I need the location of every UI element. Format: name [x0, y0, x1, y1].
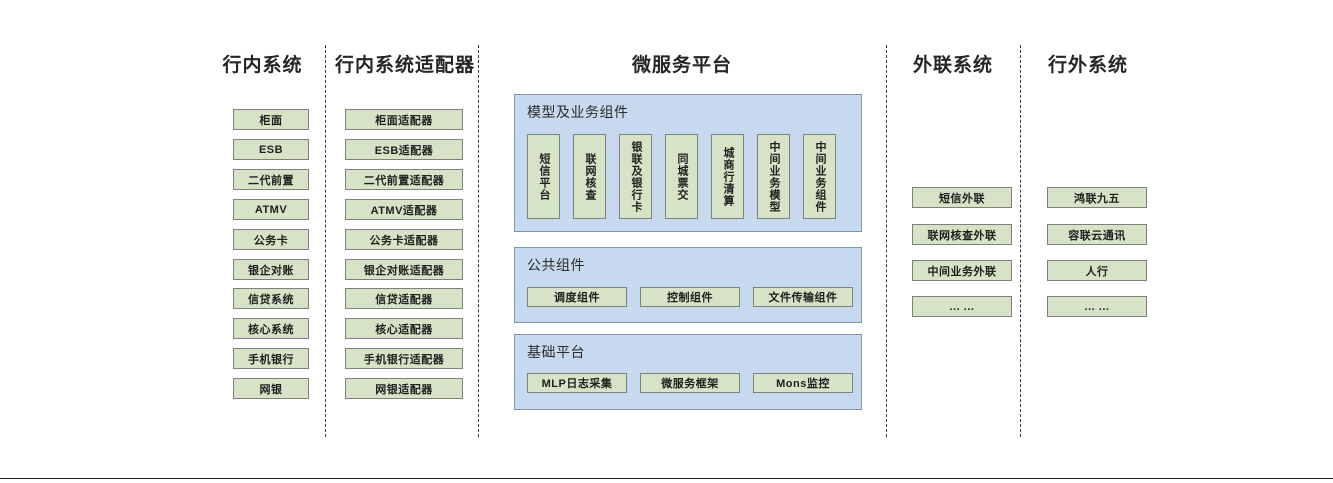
- column-title-internal-system-adapters: 行内系统适配器: [335, 55, 476, 76]
- panel-public-components: 公共组件: [514, 247, 862, 323]
- panel-title-base-platform: 基础平台: [527, 344, 585, 360]
- vbox-model-5[interactable]: 城商行清算: [711, 134, 744, 219]
- column-title-external-liaison-systems: 外联系统: [912, 55, 993, 76]
- vbox-model-3[interactable]: 银联及银行卡: [619, 134, 652, 219]
- box-adapter-6[interactable]: 银企对账适配器: [345, 259, 463, 280]
- box-base-platform-1[interactable]: MLP日志采集: [527, 373, 627, 393]
- vbox-model-1-label: 短信平台: [538, 152, 550, 201]
- box-adapter-9[interactable]: 手机银行适配器: [345, 348, 463, 369]
- box-outside-bank-2[interactable]: 容联云通讯: [1047, 224, 1147, 245]
- box-outside-bank-1[interactable]: 鸿联九五: [1047, 187, 1147, 208]
- column-title-internal-systems: 行内系统: [222, 55, 303, 76]
- vbox-model-6[interactable]: 中间业务模型: [757, 134, 790, 219]
- box-external-liaison-3[interactable]: 中间业务外联: [912, 260, 1012, 281]
- box-public-component-1[interactable]: 调度组件: [527, 287, 627, 307]
- box-external-liaison-1[interactable]: 短信外联: [912, 187, 1012, 208]
- column-divider-3: [886, 45, 887, 437]
- box-internal-system-2[interactable]: ESB: [233, 139, 309, 160]
- box-adapter-4[interactable]: ATMV适配器: [345, 199, 463, 220]
- box-external-liaison-2[interactable]: 联网核查外联: [912, 224, 1012, 245]
- vbox-model-5-label: 城商行清算: [722, 146, 734, 207]
- bottom-rule: [0, 478, 1333, 479]
- box-internal-system-6[interactable]: 银企对账: [233, 259, 309, 280]
- vbox-model-7-label: 中间业务组件: [814, 140, 826, 213]
- box-adapter-8[interactable]: 核心适配器: [345, 318, 463, 339]
- vbox-model-6-label: 中间业务模型: [768, 140, 780, 213]
- column-title-outside-bank-systems: 行外系统: [1047, 55, 1128, 76]
- vbox-model-2[interactable]: 联网核查: [573, 134, 606, 219]
- box-base-platform-3[interactable]: Mons监控: [753, 373, 853, 393]
- box-internal-system-8[interactable]: 核心系统: [233, 318, 309, 339]
- vbox-model-3-label: 银联及银行卡: [630, 140, 642, 213]
- vbox-model-7[interactable]: 中间业务组件: [803, 134, 836, 219]
- box-internal-system-3[interactable]: 二代前置: [233, 169, 309, 190]
- box-adapter-7[interactable]: 信贷适配器: [345, 288, 463, 309]
- box-outside-bank-4[interactable]: ... ...: [1047, 296, 1147, 317]
- box-public-component-3[interactable]: 文件传输组件: [753, 287, 853, 307]
- box-internal-system-7[interactable]: 信贷系统: [233, 288, 309, 309]
- panel-base-platform: 基础平台: [514, 334, 862, 410]
- vbox-model-4[interactable]: 同城票交: [665, 134, 698, 219]
- column-divider-1: [325, 45, 326, 437]
- box-external-liaison-4[interactable]: ... ...: [912, 296, 1012, 317]
- box-base-platform-2[interactable]: 微服务框架: [640, 373, 740, 393]
- box-internal-system-4[interactable]: ATMV: [233, 199, 309, 220]
- box-adapter-10[interactable]: 网银适配器: [345, 378, 463, 399]
- column-divider-2: [478, 45, 479, 437]
- box-internal-system-5[interactable]: 公务卡: [233, 229, 309, 250]
- vbox-model-4-label: 同城票交: [676, 152, 688, 201]
- column-divider-4: [1020, 45, 1021, 437]
- vbox-model-2-label: 联网核查: [584, 152, 596, 201]
- box-internal-system-10[interactable]: 网银: [233, 378, 309, 399]
- box-internal-system-1[interactable]: 柜面: [233, 109, 309, 130]
- box-adapter-1[interactable]: 柜面适配器: [345, 109, 463, 130]
- box-adapter-5[interactable]: 公务卡适配器: [345, 229, 463, 250]
- vbox-model-1[interactable]: 短信平台: [527, 134, 560, 219]
- box-public-component-2[interactable]: 控制组件: [640, 287, 740, 307]
- panel-title-model-business-components: 模型及业务组件: [527, 104, 629, 120]
- box-adapter-3[interactable]: 二代前置适配器: [345, 169, 463, 190]
- box-outside-bank-3[interactable]: 人行: [1047, 260, 1147, 281]
- box-adapter-2[interactable]: ESB适配器: [345, 139, 463, 160]
- panel-title-public-components: 公共组件: [527, 257, 585, 273]
- box-internal-system-9[interactable]: 手机银行: [233, 348, 309, 369]
- column-title-microservice-platform: 微服务平台: [631, 55, 732, 76]
